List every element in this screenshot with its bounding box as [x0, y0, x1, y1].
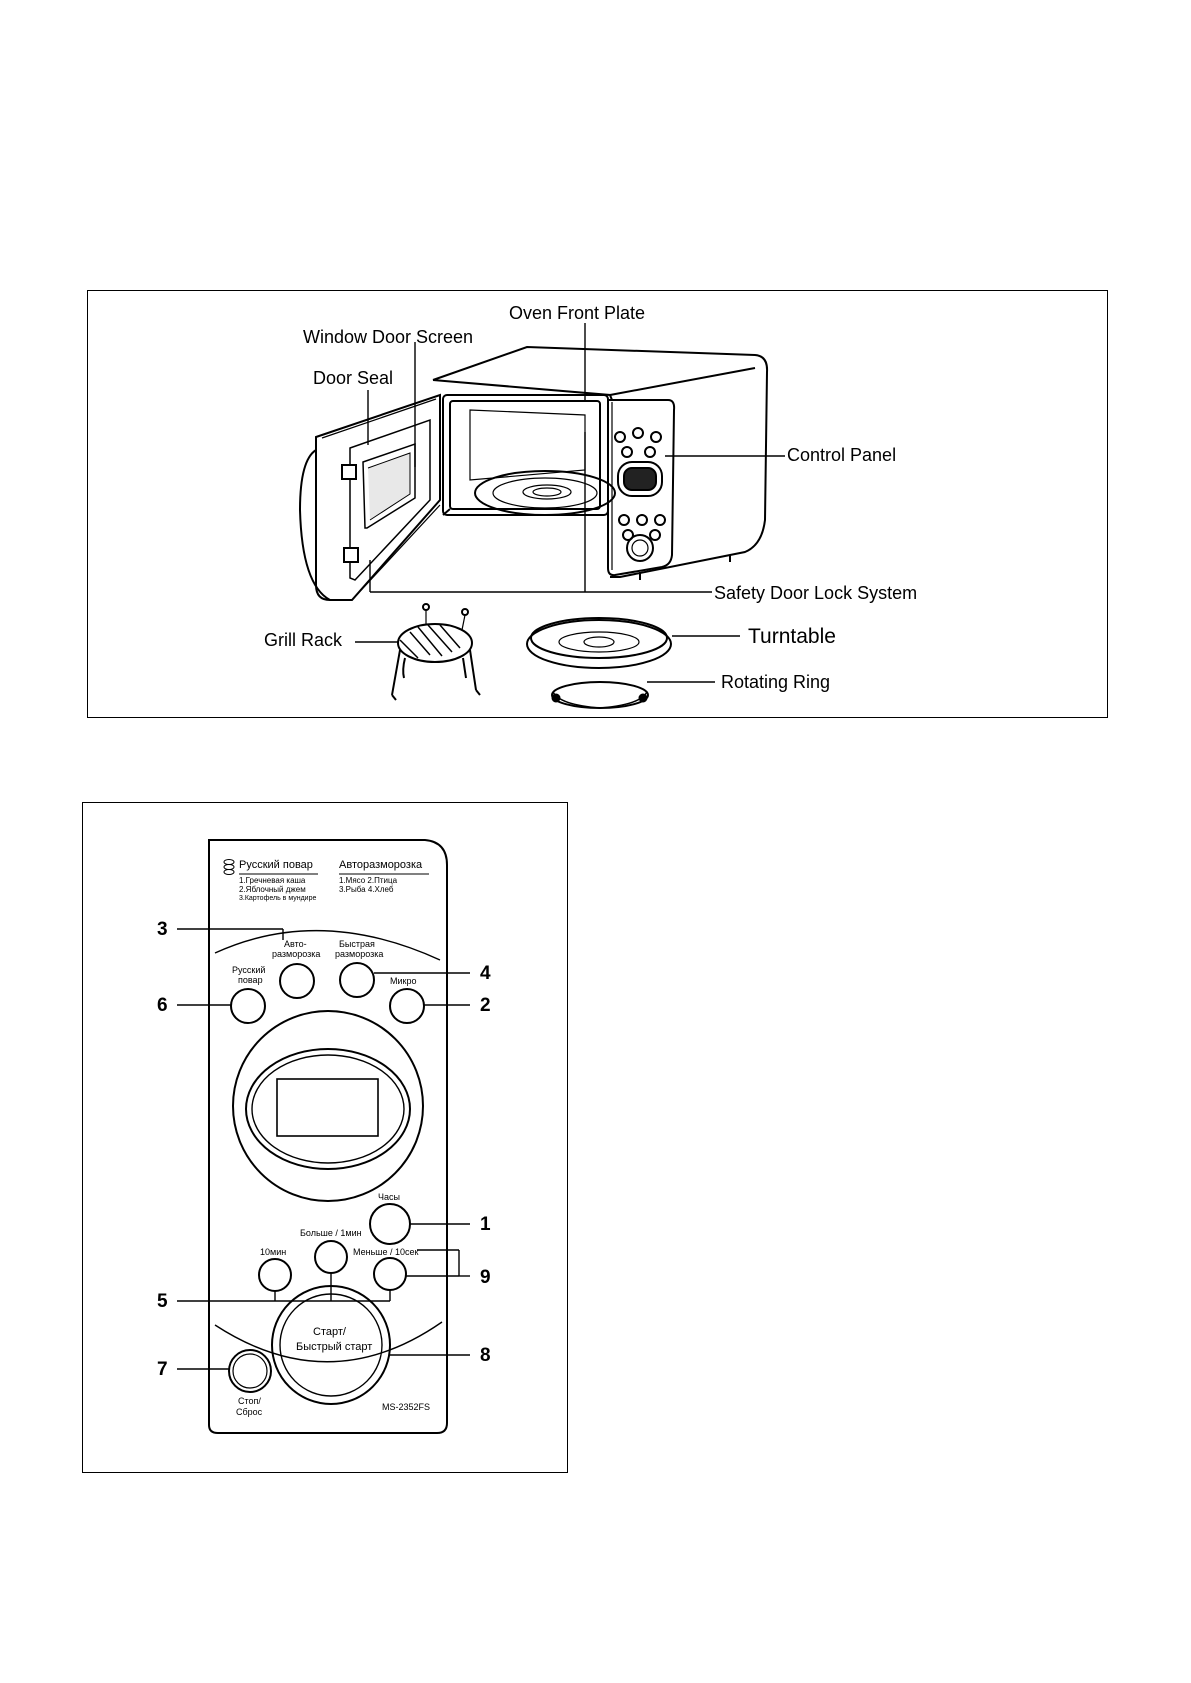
- safety-door-lock-system-label: Safety Door Lock System: [714, 583, 918, 603]
- russian-chef-label-2: повар: [238, 975, 263, 985]
- less-label: Меньше / 10сек: [353, 1247, 419, 1257]
- russian-chef-item-2: 2.Яблочный джем: [239, 885, 306, 894]
- callout-2: 2: [480, 995, 491, 1016]
- start-label-1: Старт/: [313, 1326, 346, 1338]
- turntable-label: Turntable: [748, 625, 836, 648]
- clock-label: Часы: [378, 1192, 400, 1202]
- oven-front-plate-label: Oven Front Plate: [509, 303, 646, 323]
- callout-7: 7: [157, 1359, 168, 1380]
- auto-defrost-item-1: 1.Мясо 2.Птица: [339, 876, 398, 885]
- callout-5: 5: [157, 1291, 168, 1312]
- russian-chef-item-1: 1.Гречневая каша: [239, 876, 306, 885]
- auto-defrost-label-2: разморозка: [272, 949, 321, 959]
- auto-defrost-title: Авторазморозка: [339, 859, 423, 871]
- russian-chef-item-3: 3.Картофель в мундире: [239, 895, 317, 902]
- stop-label-2: Сброс: [236, 1407, 263, 1417]
- model-number: MS-2352FS: [382, 1402, 431, 1412]
- door-seal-label: Door Seal: [313, 368, 394, 388]
- quick-defrost-label-2: разморозка: [335, 949, 384, 959]
- rotating-ring-label: Rotating Ring: [721, 672, 831, 692]
- start-label-2: Быстрый старт: [296, 1341, 373, 1353]
- micro-label: Микро: [390, 976, 417, 986]
- callout-1: 1: [480, 1214, 491, 1235]
- oven-illustration: [298, 323, 785, 709]
- control-panel-label: Control Panel: [787, 445, 897, 465]
- callout-6: 6: [157, 995, 168, 1016]
- callout-4: 4: [480, 963, 491, 984]
- callout-8: 8: [480, 1345, 491, 1366]
- auto-defrost-label-1: Авто-: [284, 939, 307, 949]
- callout-9: 9: [480, 1267, 491, 1288]
- russian-chef-title: Русский повар: [239, 859, 313, 871]
- russian-chef-label-1: Русский: [232, 965, 266, 975]
- quick-defrost-label-1: Быстрая: [339, 939, 375, 949]
- ten-min-label: 10мин: [260, 1247, 287, 1257]
- control-panel-diagram-frame: [82, 802, 568, 1473]
- auto-defrost-item-2: 3.Рыба 4.Хлеб: [339, 885, 394, 894]
- window-door-screen-label: Window Door Screen: [303, 327, 474, 347]
- more-label: Больше / 1мин: [300, 1228, 362, 1238]
- callout-3: 3: [157, 919, 168, 940]
- grill-rack-label: Grill Rack: [264, 630, 343, 650]
- stop-label-1: Стоп/: [238, 1396, 261, 1406]
